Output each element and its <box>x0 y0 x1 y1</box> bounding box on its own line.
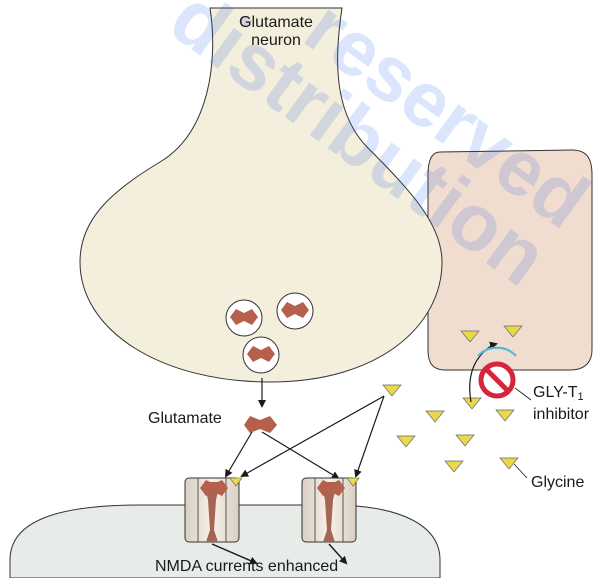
neuron-label-line1: Glutamate <box>226 14 326 32</box>
inhibitor-label-main: GLY-T <box>533 384 577 401</box>
glycine-label: Glycine <box>531 474 584 492</box>
nmda-label: NMDA currents enhanced <box>155 558 338 576</box>
inhibitor-label-line2: inhibitor <box>533 406 589 424</box>
neuron-label: Glutamate neuron <box>226 14 326 50</box>
glycine-molecule-icon <box>397 436 415 447</box>
glutamate-molecule-icon <box>244 416 277 433</box>
vesicle <box>277 293 313 329</box>
glycine-molecule-icon <box>383 385 401 396</box>
vesicle <box>243 337 279 373</box>
glycine-molecule-icon <box>463 398 481 409</box>
glutamate-to-receptor-arrow <box>262 432 338 478</box>
glutamate-to-receptor-arrow <box>226 432 252 476</box>
inhibitor-label-line1: GLY-T1 <box>533 384 589 406</box>
vesicle <box>226 300 262 336</box>
inhibitor-leader-line <box>515 388 531 400</box>
glycine-leader-line <box>514 464 527 478</box>
nmda-receptor <box>185 478 242 542</box>
glycine-molecule-icon <box>426 411 444 422</box>
glycine-molecule-icon <box>445 461 463 472</box>
glycine-molecule-icon <box>456 435 474 446</box>
neuron-label-line2: neuron <box>226 32 326 50</box>
glycine-molecule-icon <box>500 458 518 469</box>
inhibitor-label: GLY-T1 inhibitor <box>533 384 589 424</box>
glycine-to-receptor-arrow <box>356 396 384 476</box>
glycine-to-receptor-arrow <box>242 396 384 476</box>
no-entry-icon <box>481 364 513 396</box>
glutamate-label: Glutamate <box>148 410 222 428</box>
nmda-receptor <box>302 478 359 542</box>
glycine-molecule-icon <box>496 410 514 421</box>
inhibitor-label-sub: 1 <box>577 391 583 403</box>
